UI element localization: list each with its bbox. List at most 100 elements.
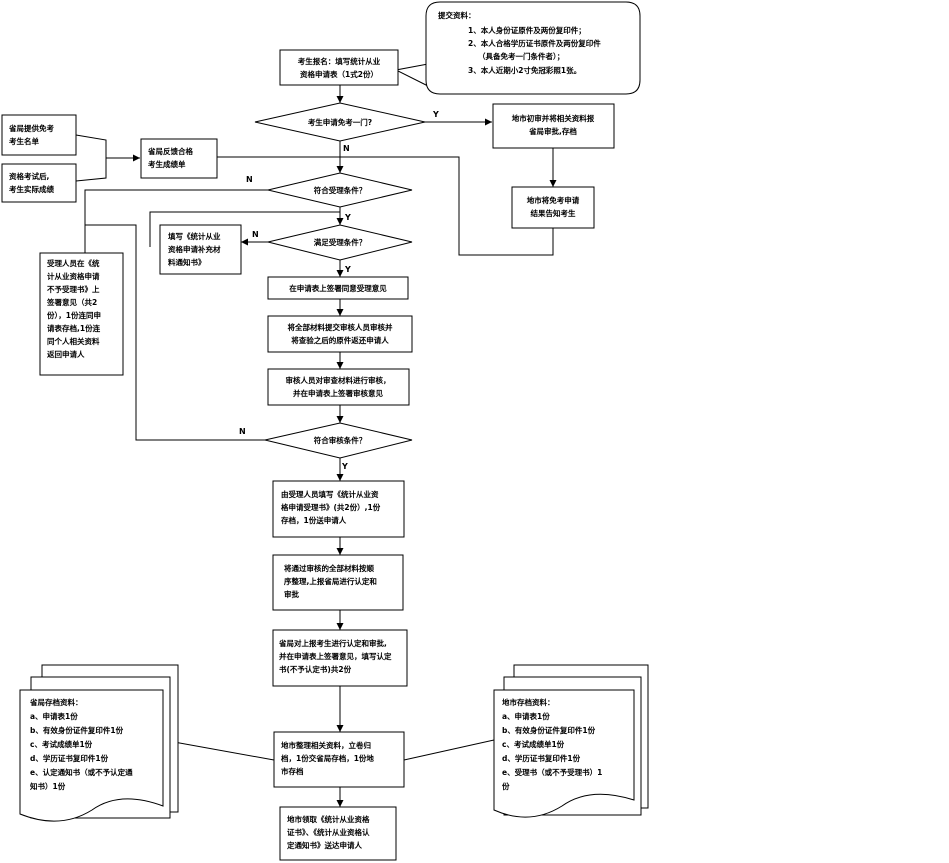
svg-text:d、学历证书复印件1份: d、学历证书复印件1份: [30, 753, 109, 763]
svg-text:c、考试成绩单1份: c、考试成绩单1份: [30, 739, 93, 749]
svg-text:料通知书》: 料通知书》: [168, 257, 206, 267]
svg-text:审批: 审批: [284, 589, 299, 599]
svg-text:签署意见（共2: 签署意见（共2: [46, 297, 97, 307]
label-y: Y: [341, 462, 348, 471]
svg-text:将全部材料提交审核人员审核并: 将全部材料提交审核人员审核并: [288, 322, 393, 332]
svg-text:书(不予认定书)共2份: 书(不予认定书)共2份: [279, 664, 352, 674]
svg-text:证书》、《统计从业资格认: 证书》、《统计从业资格认: [287, 827, 370, 837]
svg-text:省局反馈合格: 省局反馈合格: [147, 146, 193, 156]
svg-text:由受理人员填写《统计从业资: 由受理人员填写《统计从业资: [281, 489, 379, 499]
city-review-box: 地市初审并将相关资料报 省局审批,存档: [492, 103, 615, 149]
svg-text:省局对上报考生进行认定和审批,: 省局对上报考生进行认定和审批,: [278, 638, 387, 648]
svg-text:地市整理相关资料，立卷归: 地市整理相关资料，立卷归: [281, 740, 371, 750]
submit-materials-callout: 提交资料： 1、本人身份证原件及两份复印件； 2、本人合格学历证书原件及两份复印…: [425, 1, 641, 95]
supplement-box: 填写《统计从业 资格申请补充材 料通知书》: [159, 224, 242, 275]
svg-text:请表存档,1份连: 请表存档,1份连: [47, 323, 101, 333]
svg-text:受理人员在《统: 受理人员在《统: [47, 258, 100, 268]
svg-text:序整理,上报省局进行认定和: 序整理,上报省局进行认定和: [284, 576, 377, 586]
svg-text:e、受理书（或不予受理书）1: e、受理书（或不予受理书）1: [502, 767, 602, 777]
svg-text:不予受理书》上: 不予受理书》上: [47, 284, 100, 294]
svg-text:符合受理条件？: 符合受理条件？: [314, 185, 367, 195]
svg-text:省局提供免考: 省局提供免考: [8, 123, 54, 133]
svg-text:d、学历证书复印件1份: d、学历证书复印件1份: [502, 753, 581, 763]
audit-decision: 符合审核条件？: [264, 422, 413, 459]
svg-text:同个人相关资料: 同个人相关资料: [47, 336, 100, 346]
not-accept-notice-box: 受理人员在《统 计从业资格申请 不予受理书》上 签署意见（共2 份），1份连同申…: [39, 252, 124, 376]
svg-text:定通知书》送达申请人: 定通知书》送达申请人: [287, 840, 362, 850]
city-notify-box: 地市将免考申请 结果告知考生: [511, 186, 595, 229]
svg-text:返回申请人: 返回申请人: [47, 349, 85, 359]
svg-text:格申请受理书》(共2份）,1份: 格申请受理书》(共2份）,1份: [281, 502, 381, 512]
connectors: [75, 63, 557, 807]
svg-text:市存档: 市存档: [281, 766, 304, 776]
svg-text:并在申请表上签署意见，填写认定: 并在申请表上签署意见，填写认定: [279, 651, 392, 661]
after-exam-box: 资格考试后, 考生实际成绩: [1, 163, 77, 203]
svg-text:知书）1份: 知书）1份: [30, 781, 66, 791]
svg-text:e、认定通知书（或不予认定通: e、认定通知书（或不予认定通: [30, 767, 133, 777]
prov-feedback-box: 省局反馈合格 考生成绩单: [140, 138, 218, 179]
label-y: Y: [432, 110, 439, 119]
accept-decision: 符合受理条件？: [267, 172, 413, 208]
svg-text:存档，1份送申请人: 存档，1份送申请人: [280, 515, 347, 525]
sign-accept-box: 在申请表上签署同意受理意见: [267, 276, 409, 300]
svg-text:资格申请补充材: 资格申请补充材: [168, 244, 221, 254]
svg-text:考生实际成绩: 考生实际成绩: [9, 184, 54, 194]
svg-text:份），1份连同申: 份），1份连同申: [47, 310, 101, 320]
callout-item: 2、本人合格学历证书原件及两份复印件: [468, 38, 601, 48]
branch-labels: Y N N Y N Y N Y: [239, 110, 439, 471]
label-n: N: [343, 144, 350, 153]
certificate-box: 地市领取《统计从业资格 证书》、《统计从业资格认 定通知书》送达申请人: [279, 806, 397, 861]
svg-text:地市将免考申请: 地市将免考申请: [527, 195, 580, 205]
svg-text:计从业资格申请: 计从业资格申请: [47, 271, 100, 281]
acceptance-notice-box: 由受理人员填写《统计从业资 格申请受理书》(共2份）,1份 存档，1份送申请人: [272, 480, 405, 538]
svg-text:b、有效身份证件复印件1份: b、有效身份证件复印件1份: [502, 725, 596, 735]
label-n: N: [246, 175, 253, 184]
callout-title: 提交资料：: [438, 10, 476, 20]
callout-item: （具备免考一门条件者）；: [478, 51, 564, 62]
submit-review-box: 将全部材料提交审核人员审核并 将查验之后的原件返还申请人: [267, 315, 413, 353]
city-archive-box: 地市整理相关资料，立卷归 档，1份交省局存档，1份地 市存档: [273, 731, 405, 788]
svg-text:考生成绩单: 考生成绩单: [148, 159, 186, 169]
svg-text:满足受理条件？: 满足受理条件？: [314, 237, 367, 247]
label-n: N: [239, 427, 246, 436]
callout-item: 1、本人身份证原件及两份复印件；: [468, 25, 586, 36]
svg-text:在申请表上签署同意受理意见: 在申请表上签署同意受理意见: [289, 283, 387, 293]
svg-text:b、有效身份证件复印件1份: b、有效身份证件复印件1份: [30, 725, 124, 735]
svg-text:省局审批,存档: 省局审批,存档: [528, 126, 577, 136]
prov-provide-box: 省局提供免考 考生名单: [1, 114, 77, 156]
svg-text:并在申请表上签署审核意见: 并在申请表上签署审核意见: [293, 388, 383, 398]
svg-text:考生名单: 考生名单: [9, 136, 39, 146]
svg-text:填写《统计从业: 填写《统计从业: [168, 231, 221, 241]
svg-text:c、考试成绩单1份: c、考试成绩单1份: [502, 739, 565, 749]
svg-text:考生报名：填写统计从业: 考生报名：填写统计从业: [298, 56, 381, 66]
svg-text:符合审核条件？: 符合审核条件？: [314, 435, 367, 445]
exempt-decision: 考生申请免考一门?: [254, 102, 426, 142]
svg-text:a、申请表1份: a、申请表1份: [502, 711, 550, 721]
prov-archive-title: 省局存档资料：: [29, 697, 83, 707]
city-archive-title: 地市存档资料：: [502, 697, 555, 707]
svg-text:审核人员对审查材料进行审核，: 审核人员对审查材料进行审核，: [286, 375, 391, 385]
label-y: Y: [344, 265, 351, 274]
order-report-box: 将通过审核的全部材料按顺 序整理,上报省局进行认定和 审批: [272, 554, 404, 611]
svg-text:将查验之后的原件返还申请人: 将查验之后的原件返还申请人: [291, 335, 389, 345]
svg-text:资格考试后,: 资格考试后,: [9, 171, 49, 181]
reviewer-check-box: 审核人员对审查材料进行审核， 并在申请表上签署审核意见: [267, 368, 410, 406]
svg-text:a、申请表1份: a、申请表1份: [30, 711, 78, 721]
label-y: Y: [344, 213, 351, 222]
satisfy-decision: 满足受理条件？: [267, 224, 413, 261]
svg-text:份: 份: [502, 781, 510, 791]
svg-text:地市领取《统计从业资格: 地市领取《统计从业资格: [287, 814, 370, 824]
svg-text:结果告知考生: 结果告知考生: [531, 208, 576, 218]
callout-item: 3、本人近期小2寸免冠彩照1张。: [468, 65, 581, 75]
svg-text:地市初审并将相关资料报: 地市初审并将相关资料报: [512, 113, 595, 123]
svg-text:档，1份交省局存档，1份地: 档，1份交省局存档，1份地: [281, 753, 374, 763]
city-archive-docs: 地市存档资料： a、申请表1份 b、有效身份证件复印件1份 c、考试成绩单1份 …: [493, 664, 649, 818]
svg-text:资格申请表（1式2份）: 资格申请表（1式2份）: [300, 69, 378, 79]
register-box: 考生报名：填写统计从业 资格申请表（1式2份）: [279, 49, 399, 86]
svg-text:将通过审核的全部材料按顺: 将通过审核的全部材料按顺: [284, 563, 374, 573]
label-n: N: [252, 230, 259, 239]
prov-approve-box: 省局对上报考生进行认定和审批, 并在申请表上签署意见，填写认定 书(不予认定书)…: [272, 629, 408, 687]
svg-text:考生申请免考一门?: 考生申请免考一门?: [308, 117, 372, 127]
prov-archive-docs: 省局存档资料： a、申请表1份 b、有效身份证件复印件1份 c、考试成绩单1份 …: [19, 664, 179, 822]
